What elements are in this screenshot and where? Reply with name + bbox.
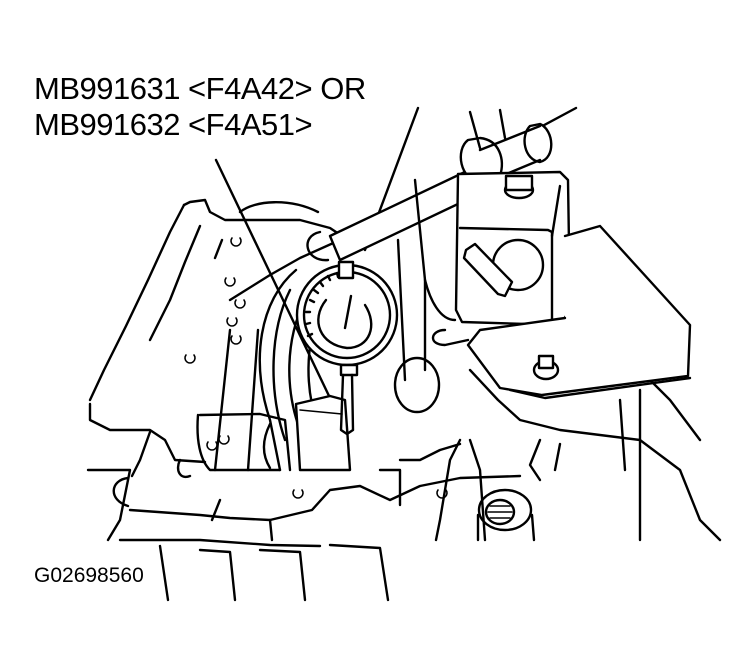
callout-label-tool-f4a42: MB991631 <F4A42> OR bbox=[34, 71, 366, 106]
threaded-bolt-hole bbox=[476, 488, 536, 542]
leader-line-tool bbox=[214, 158, 332, 400]
figure-id-label: G02698560 bbox=[34, 564, 144, 587]
callout-label-tool-f4a51: MB991632 <F4A51> bbox=[34, 107, 313, 142]
tool-cylinder bbox=[196, 412, 292, 472]
magnetic-base bbox=[454, 170, 572, 327]
indicator-post bbox=[393, 178, 470, 414]
dial-needle bbox=[343, 294, 353, 330]
mounting-plate bbox=[466, 224, 692, 400]
transaxle-case bbox=[86, 198, 722, 602]
dial-indicator bbox=[295, 260, 399, 436]
